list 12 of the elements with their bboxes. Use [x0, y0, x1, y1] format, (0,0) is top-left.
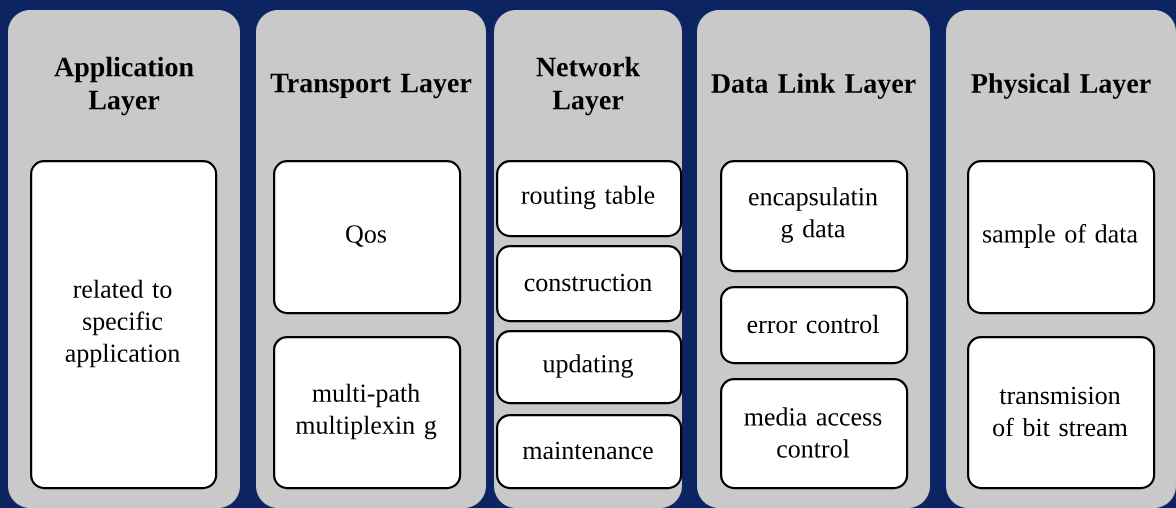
- function-box: maintenance: [496, 414, 683, 490]
- function-box: construction: [496, 245, 683, 323]
- function-box: routing table: [496, 160, 683, 238]
- function-box: related to specific application: [30, 160, 218, 490]
- function-box: Qos: [273, 160, 462, 315]
- function-box: updating: [496, 330, 683, 405]
- function-box: encapsulatin g data: [720, 160, 909, 273]
- function-box: multi-path multiplexin g: [273, 336, 462, 490]
- function-box: transmision of bit stream: [967, 336, 1156, 490]
- function-box: media access control: [720, 378, 909, 490]
- function-box: sample of data: [967, 160, 1156, 315]
- function-box: error control: [720, 286, 909, 365]
